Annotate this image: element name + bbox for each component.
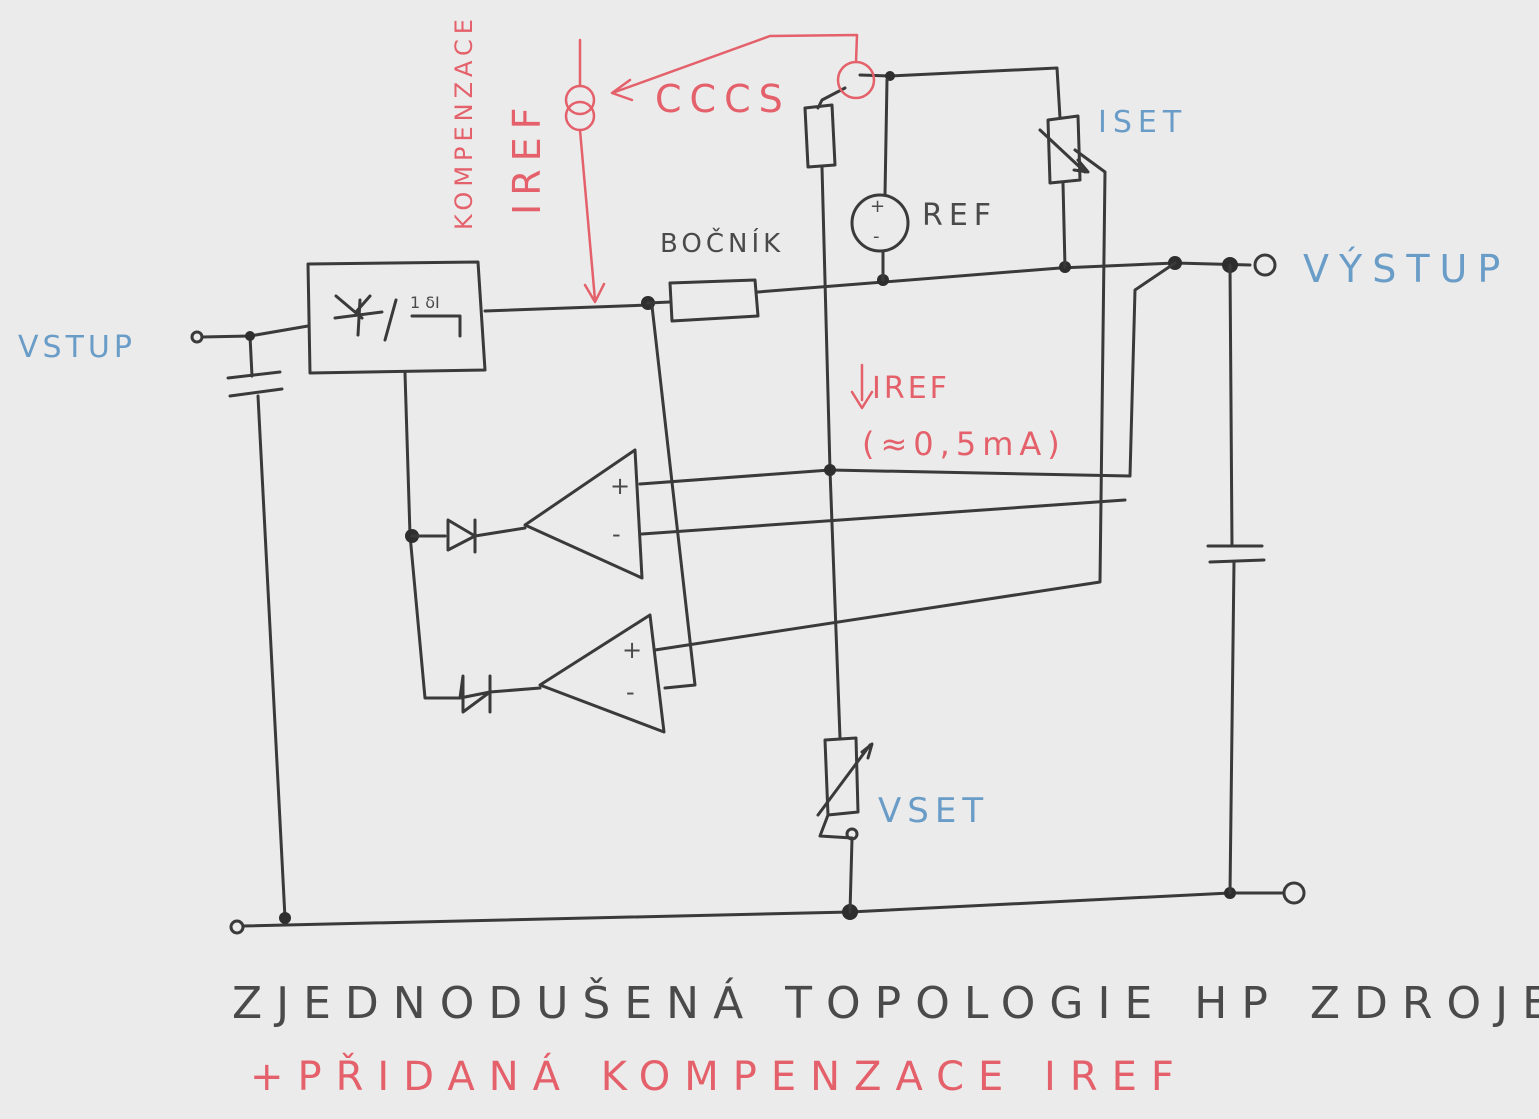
ground-rail xyxy=(229,881,1306,935)
sense-wire xyxy=(650,304,697,690)
regulator-label: 1 δI xyxy=(410,293,440,312)
output-capacitor xyxy=(1206,263,1266,895)
minus-sign: - xyxy=(873,226,880,247)
opamp-current: + - xyxy=(458,148,1107,734)
opamp-voltage: + - xyxy=(410,261,1177,580)
plus-sign: + xyxy=(870,196,885,217)
diagram-subtitle: +PŘIDANÁ KOMPENZACE IREF xyxy=(250,1052,1188,1100)
reference-source: + - xyxy=(850,66,1062,282)
cccs-label: CCCS xyxy=(655,77,791,121)
iref-value-label: (≈0,5mA) xyxy=(862,425,1066,463)
plus-sign: + xyxy=(622,636,642,664)
voltage-divider xyxy=(803,86,874,914)
iset-label: ISET xyxy=(1098,105,1187,140)
diagram-title: ZJEDNODUŠENÁ TOPOLOGIE HP ZDROJE xyxy=(232,976,1539,1029)
minus-sign: - xyxy=(612,520,621,548)
input-wires xyxy=(190,324,310,920)
shunt-label: BOČNÍK xyxy=(660,227,784,259)
iset-potentiometer xyxy=(1038,114,1090,269)
output-label: VÝSTUP xyxy=(1303,247,1510,291)
input-label: VSTUP xyxy=(18,330,136,365)
plus-sign: + xyxy=(610,472,630,500)
iref-current-label: IREF xyxy=(872,371,950,406)
vset-label: VSET xyxy=(878,791,989,831)
regulator-box: 1 δI xyxy=(306,260,650,700)
compensation-label: KOMPENZACE xyxy=(450,14,478,230)
compensation-circuit xyxy=(564,33,876,410)
iref-source-label: IREF xyxy=(505,100,549,215)
ref-label: REF xyxy=(922,198,997,233)
minus-sign: - xyxy=(626,678,635,706)
shunt-resistor xyxy=(641,253,1277,323)
